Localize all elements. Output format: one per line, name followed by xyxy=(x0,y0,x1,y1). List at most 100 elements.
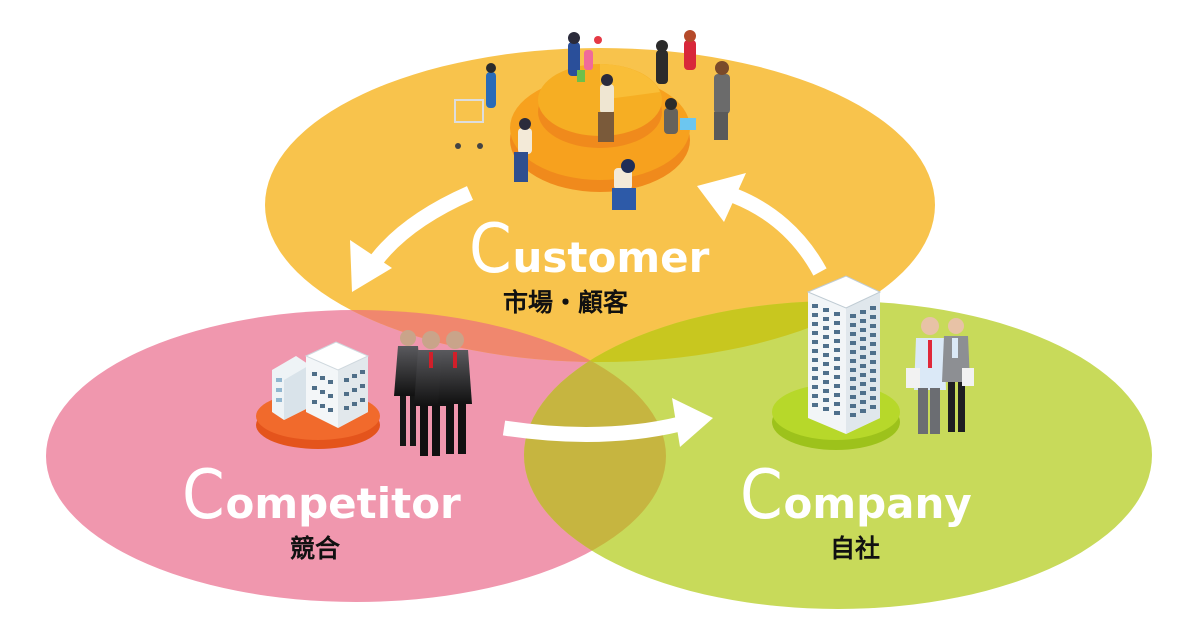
person-man-red-tie xyxy=(906,317,946,434)
competitor-illustration xyxy=(256,330,472,456)
curved-arrow-icon xyxy=(365,186,474,271)
person-standing-tablet xyxy=(714,61,730,140)
window xyxy=(870,360,876,364)
company-illustration xyxy=(772,275,974,450)
window xyxy=(812,304,818,308)
window xyxy=(834,384,840,388)
window xyxy=(870,405,876,409)
person-woman xyxy=(394,330,422,446)
competitor-label: Competitor xyxy=(182,462,461,530)
window xyxy=(834,402,840,406)
company-label: Company xyxy=(740,462,972,530)
window xyxy=(860,373,866,377)
building-small-icon xyxy=(272,356,308,420)
curved-arrow-icon xyxy=(502,416,682,442)
company-label-rest: ompany xyxy=(783,479,972,528)
window xyxy=(850,395,856,399)
window xyxy=(850,314,856,318)
window xyxy=(834,321,840,325)
window xyxy=(834,357,840,361)
window xyxy=(823,380,829,384)
person-walking-groceries xyxy=(598,74,614,142)
arrow-competitor-to-company xyxy=(502,398,713,447)
person-woman-and-child xyxy=(568,32,602,82)
window xyxy=(823,407,829,411)
window xyxy=(860,319,866,323)
window xyxy=(812,394,818,398)
window xyxy=(870,369,876,373)
arrow-customer-to-competitor xyxy=(350,186,474,292)
window xyxy=(850,368,856,372)
window xyxy=(834,411,840,415)
curved-arrow-icon xyxy=(732,189,827,276)
window xyxy=(870,351,876,355)
window xyxy=(812,358,818,362)
window xyxy=(850,323,856,327)
competitor-circle xyxy=(46,310,666,602)
customers-illustration xyxy=(454,30,730,210)
window xyxy=(812,331,818,335)
window xyxy=(850,350,856,354)
window xyxy=(823,398,829,402)
window xyxy=(870,324,876,328)
person-sitting-laptop-right xyxy=(664,98,696,134)
window xyxy=(870,333,876,337)
window xyxy=(860,364,866,368)
window xyxy=(850,359,856,363)
people-handshake xyxy=(656,30,696,84)
window xyxy=(834,375,840,379)
window xyxy=(850,377,856,381)
window xyxy=(870,306,876,310)
window xyxy=(870,396,876,400)
arrow-company-to-customer xyxy=(697,173,827,276)
customer-label: Customer xyxy=(469,216,709,284)
window xyxy=(823,335,829,339)
window xyxy=(823,344,829,348)
window xyxy=(812,376,818,380)
window xyxy=(812,349,818,353)
window xyxy=(860,382,866,386)
person-shopping-cart xyxy=(454,63,496,149)
competitor-label-rest: ompetitor xyxy=(225,479,461,528)
customer-label-rest: ustomer xyxy=(512,233,710,282)
window xyxy=(812,313,818,317)
window xyxy=(870,387,876,391)
window xyxy=(850,386,856,390)
customer-initial: C xyxy=(469,210,512,289)
window xyxy=(860,391,866,395)
window xyxy=(860,310,866,314)
window xyxy=(812,340,818,344)
window xyxy=(850,404,856,408)
window xyxy=(823,326,829,330)
customer-circle xyxy=(265,48,935,362)
person-sitting-sad xyxy=(612,159,636,210)
window xyxy=(812,367,818,371)
person-sitting-laptop xyxy=(514,118,532,182)
window xyxy=(823,371,829,375)
window xyxy=(870,342,876,346)
window xyxy=(850,332,856,336)
window xyxy=(823,353,829,357)
window xyxy=(834,312,840,316)
window xyxy=(870,378,876,382)
window xyxy=(834,339,840,343)
arrow-head xyxy=(697,173,746,222)
window xyxy=(823,389,829,393)
tower-building-icon xyxy=(806,275,882,434)
window xyxy=(812,322,818,326)
window xyxy=(860,346,866,350)
window xyxy=(860,337,866,341)
window xyxy=(823,362,829,366)
arrow-head xyxy=(672,398,713,447)
arrow-head xyxy=(350,240,392,292)
window xyxy=(823,308,829,312)
window xyxy=(860,409,866,413)
window xyxy=(834,393,840,397)
person-woman-gray-jacket xyxy=(942,318,974,432)
window xyxy=(870,315,876,319)
tower-windows xyxy=(812,304,876,417)
window xyxy=(860,400,866,404)
competitor-label-jp: 競合 xyxy=(290,534,341,563)
window xyxy=(812,403,818,407)
